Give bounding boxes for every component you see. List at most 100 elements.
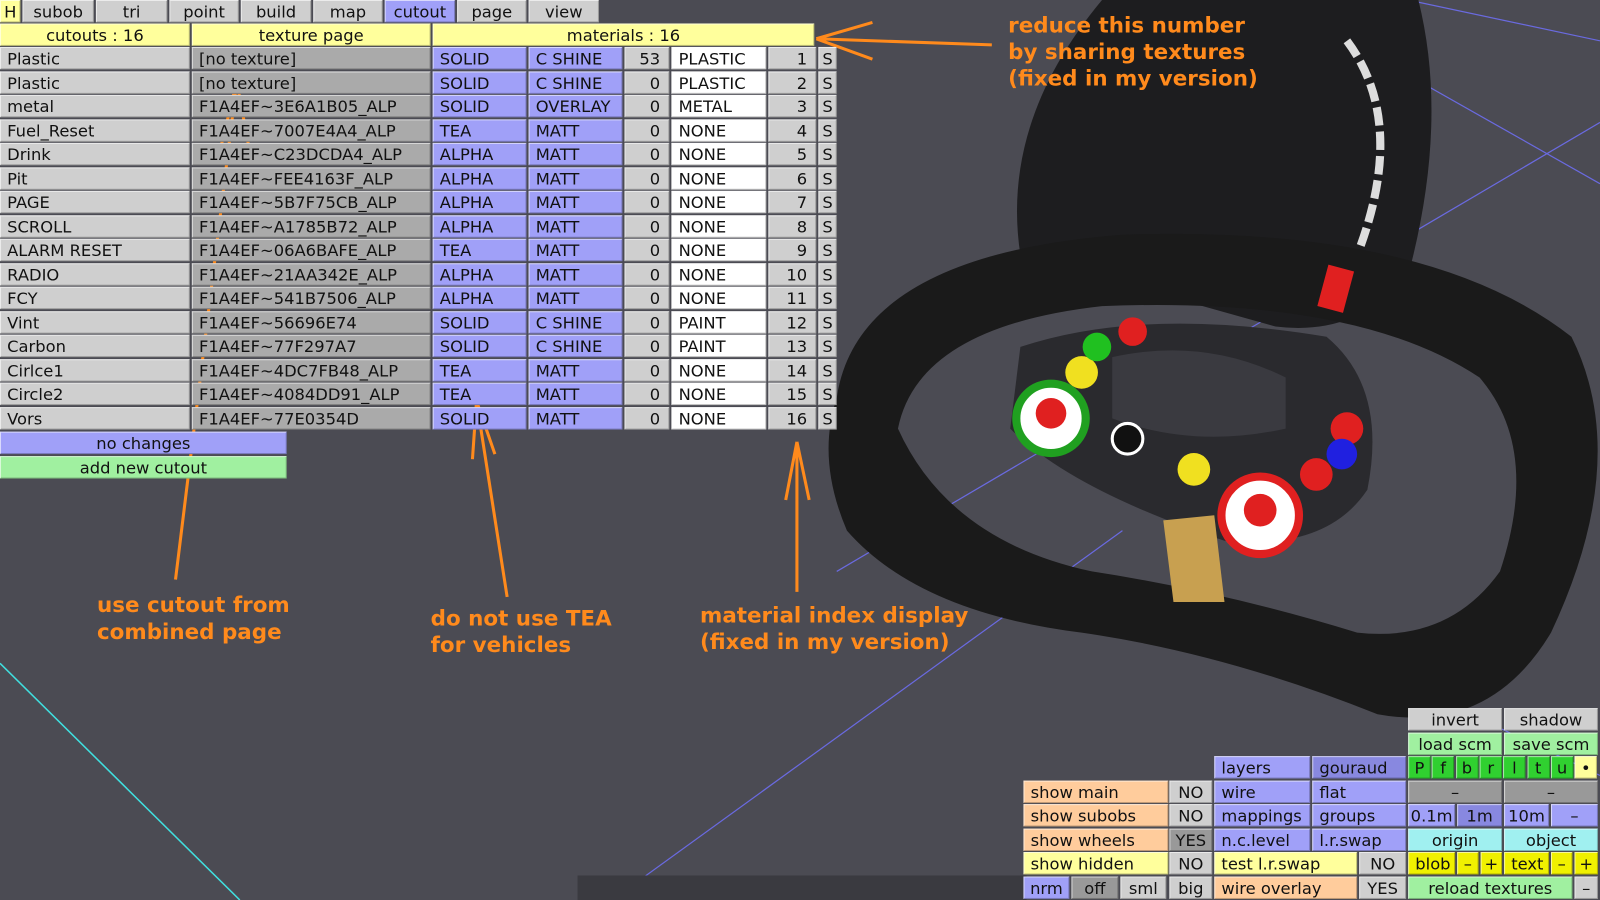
material-index[interactable]: 6 [768,166,817,190]
material-name[interactable]: NONE [671,262,767,286]
select-button[interactable]: S [818,406,837,430]
select-button[interactable]: S [818,286,837,310]
texture-name[interactable]: F1A4EF~4DC7FB48_ALP [191,358,431,382]
render-type[interactable]: ALPHA [432,214,527,238]
shine-value[interactable]: 0 [624,310,670,334]
material-index[interactable]: 4 [768,118,817,142]
texture-name[interactable]: F1A4EF~A1785B72_ALP [191,214,431,238]
select-button[interactable]: S [818,166,837,190]
wire-overlay-button[interactable]: wire overlay [1214,876,1358,899]
reload-dash-button[interactable]: – [1574,876,1598,899]
blob-plus-button[interactable]: + [1480,852,1503,875]
texture-name[interactable]: F1A4EF~77F297A7 [191,334,431,358]
select-button[interactable]: S [818,70,837,94]
shine-value[interactable]: 0 [624,238,670,262]
blob-minus-button[interactable]: – [1457,852,1479,875]
material-name[interactable]: NONE [671,286,767,310]
shine-value[interactable]: 0 [624,406,670,430]
shine-type[interactable]: MATT [528,214,623,238]
origin-button[interactable]: origin [1408,828,1503,852]
material-name[interactable]: NONE [671,142,767,166]
view-r-button[interactable]: r [1479,756,1502,779]
shine-type[interactable]: MATT [528,358,623,382]
dash1-button[interactable]: – [1408,780,1503,804]
material-index[interactable]: 15 [768,382,817,406]
shine-type[interactable]: MATT [528,118,623,142]
select-button[interactable]: S [818,334,837,358]
render-type[interactable]: ALPHA [432,166,527,190]
view-b-button[interactable]: b [1455,756,1479,779]
render-type[interactable]: SOLID [432,46,527,70]
menu-tab-tri[interactable]: tri [95,0,168,23]
shine-type[interactable]: C SHINE [528,334,623,358]
select-button[interactable]: S [818,190,837,214]
add-new-cutout-button[interactable]: add new cutout [0,456,287,479]
render-type[interactable]: SOLID [432,406,527,430]
load-scm-button[interactable]: load scm [1408,732,1503,756]
menu-tab-map[interactable]: map [313,0,383,23]
shine-value[interactable]: 0 [624,382,670,406]
groups-button[interactable]: groups [1312,804,1407,827]
view-u-button[interactable]: u [1550,756,1574,779]
cutout-name[interactable]: Carbon [0,334,190,358]
cutout-name[interactable]: metal [0,94,190,118]
gouraud-button[interactable]: gouraud [1312,756,1407,779]
select-button[interactable]: S [818,358,837,382]
shine-type[interactable]: MATT [528,166,623,190]
material-name[interactable]: NONE [671,166,767,190]
render-type[interactable]: TEA [432,358,527,382]
material-name[interactable]: NONE [671,382,767,406]
texture-name[interactable]: F1A4EF~3E6A1B05_ALP [191,94,431,118]
show-subobs-val-button[interactable]: NO [1169,804,1213,827]
material-name[interactable]: PLASTIC [671,46,767,70]
shine-type[interactable]: C SHINE [528,70,623,94]
render-type[interactable]: TEA [432,238,527,262]
text-button[interactable]: text [1504,852,1549,875]
cutout-name[interactable]: Circle2 [0,382,190,406]
cutout-name[interactable]: Drink [0,142,190,166]
shine-value[interactable]: 0 [624,358,670,382]
shine-value[interactable]: 53 [624,46,670,70]
nrm-button[interactable]: nrm [1023,876,1070,899]
wire-button[interactable]: wire [1214,780,1311,804]
shine-type[interactable]: C SHINE [528,310,623,334]
material-index[interactable]: 3 [768,94,817,118]
show-hidden-button[interactable]: show hidden [1023,852,1169,875]
menu-tab-build[interactable]: build [240,0,312,23]
shine-value[interactable]: 0 [624,94,670,118]
shine-type[interactable]: C SHINE [528,46,623,70]
texture-name[interactable]: F1A4EF~77E0354D [191,406,431,430]
show-main-button[interactable]: show main [1023,780,1169,804]
render-type[interactable]: SOLID [432,334,527,358]
nclevel-button[interactable]: n.c.level [1214,828,1311,852]
view-l-button[interactable]: l [1503,756,1526,779]
shine-value[interactable]: 0 [624,142,670,166]
shine-value[interactable]: 0 [624,166,670,190]
view-P-button[interactable]: P [1408,756,1431,779]
material-name[interactable]: PAINT [671,310,767,334]
material-name[interactable]: NONE [671,214,767,238]
menu-tab-page[interactable]: page [457,0,527,23]
shine-type[interactable]: OVERLAY [528,94,623,118]
select-button[interactable]: S [818,142,837,166]
show-wheels-val-button[interactable]: YES [1169,828,1213,852]
shine-type[interactable]: MATT [528,406,623,430]
select-button[interactable]: S [818,94,837,118]
big-button[interactable]: big [1169,876,1213,899]
material-index[interactable]: 12 [768,310,817,334]
shine-value[interactable]: 0 [624,190,670,214]
material-name[interactable]: NONE [671,118,767,142]
flat-button[interactable]: flat [1312,780,1407,804]
dash2-button[interactable]: – [1504,780,1598,804]
object-button[interactable]: object [1504,828,1598,852]
shine-value[interactable]: 0 [624,70,670,94]
text-minus-button[interactable]: – [1551,852,1573,875]
render-type[interactable]: ALPHA [432,262,527,286]
select-button[interactable]: S [818,214,837,238]
material-name[interactable]: NONE [671,238,767,262]
cutout-name[interactable]: ALARM RESET [0,238,190,262]
cutout-name[interactable]: PAGE [0,190,190,214]
material-index[interactable]: 7 [768,190,817,214]
texture-name[interactable]: F1A4EF~7007E4A4_ALP [191,118,431,142]
